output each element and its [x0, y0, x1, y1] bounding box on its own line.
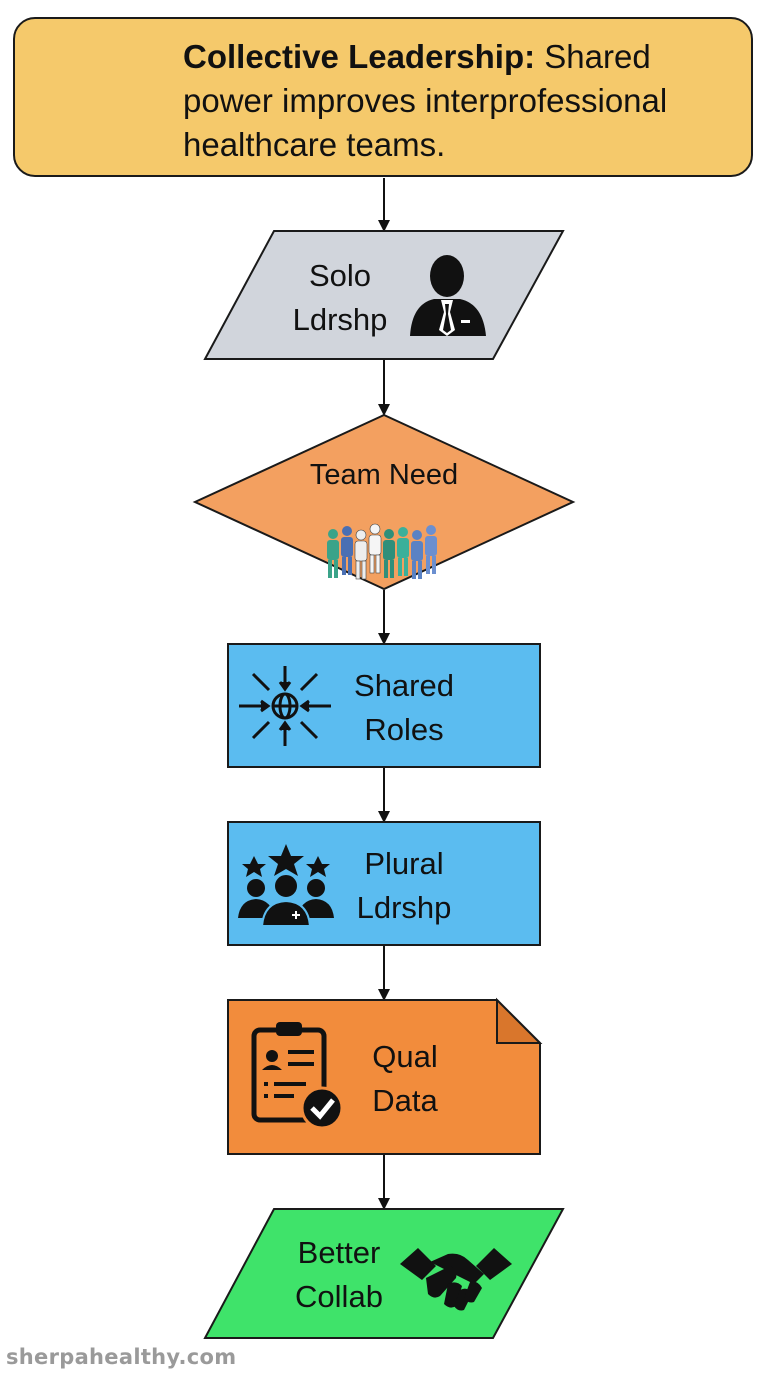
clipboard-check-icon [251, 1022, 344, 1130]
shared-roles-label-line2: Roles [364, 712, 444, 747]
better-collaboration-node [203, 1208, 565, 1339]
header-title-rest: Shared power improves interprofessional … [183, 38, 668, 163]
watermark: sherpahealthy.com [6, 1345, 237, 1369]
header-title-bold: Collective Leadership: [183, 38, 536, 75]
team-stars-icon [238, 844, 334, 927]
better-collaboration-label-line1: Better [297, 1235, 381, 1270]
qualitative-data-label-line2: Data [372, 1083, 438, 1118]
converging-arrows-globe-icon [239, 666, 331, 746]
handshake-icon [400, 1248, 512, 1311]
business-person-icon [410, 255, 486, 336]
plural-leadership-label-line2: Ldrshp [356, 890, 452, 925]
solo-leadership-label: Solo Ldrshp [280, 254, 400, 342]
shared-roles-label-line1: Shared [354, 668, 454, 703]
better-collaboration-label: Better Collab [274, 1231, 404, 1319]
shared-roles-label: Shared Roles [334, 664, 474, 752]
solo-leadership-label-line1: Solo [308, 258, 372, 293]
better-collaboration-label-line2: Collab [295, 1279, 383, 1314]
solo-leadership-label-line2: Ldrshp [292, 302, 388, 337]
plural-leadership-label: Plural Ldrshp [334, 842, 474, 930]
team-need-node [192, 413, 576, 591]
plural-leadership-label-line1: Plural [364, 846, 444, 881]
document-fold [496, 997, 543, 1044]
header-box [13, 17, 753, 177]
qualitative-data-label: Qual Data [345, 1035, 465, 1123]
qualitative-data-label-line1: Qual [372, 1039, 438, 1074]
team-need-label: Team Need [284, 453, 484, 497]
team-need-label-line1: Team Need [309, 459, 459, 491]
header-title: Collective Leadership: Shared power impr… [183, 35, 743, 167]
